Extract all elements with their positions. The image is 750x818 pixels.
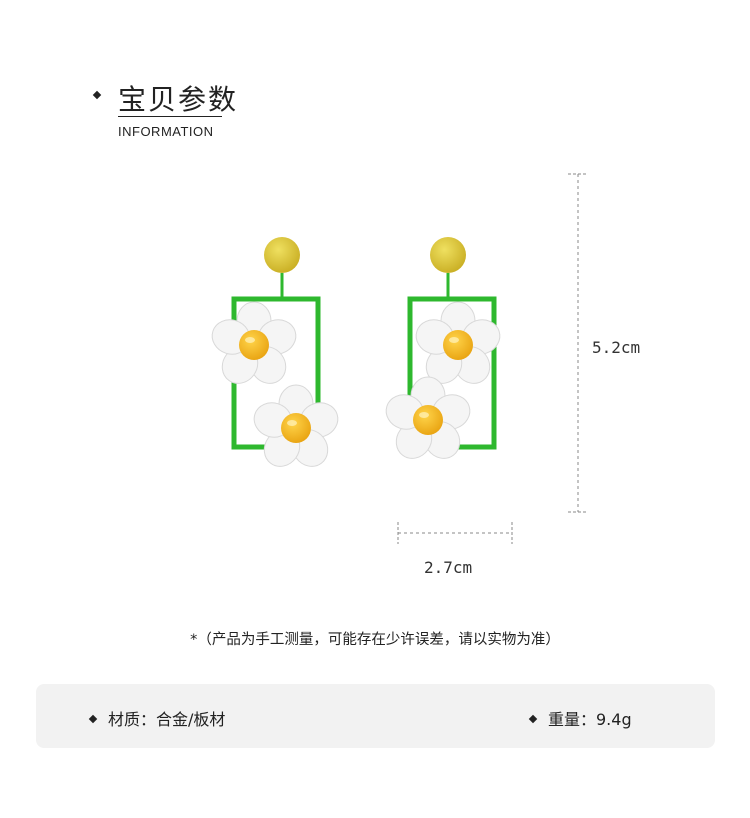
width-dimension-line: [397, 522, 513, 544]
measurement-note: *（产品为手工测量，可能存在少许误差，请以实物为准）: [190, 632, 560, 648]
spec-material-text: 材质：合金/板材: [108, 710, 226, 729]
earrings-product-image: [207, 237, 505, 474]
section-subtitle: INFORMATION: [118, 124, 214, 139]
title-underline: [118, 116, 222, 117]
specs-panel: 材质：合金/板材 重量：9.4g: [36, 684, 715, 748]
section-title: 宝贝参数: [118, 83, 239, 116]
diamond-bullet-icon: [88, 714, 98, 723]
spec-weight-text: 重量：9.4g: [548, 710, 632, 729]
spec-weight: 重量：9.4g: [528, 706, 632, 730]
diamond-bullet-icon: [92, 90, 102, 100]
spec-material: 材质：合金/板材: [88, 706, 226, 730]
height-label: 5.2cm: [592, 338, 641, 357]
left-earring: [207, 237, 343, 474]
width-label: 2.7cm: [424, 558, 473, 577]
right-earring: [381, 237, 505, 466]
height-dimension-line: [568, 173, 588, 513]
diamond-bullet-icon: [528, 714, 538, 723]
